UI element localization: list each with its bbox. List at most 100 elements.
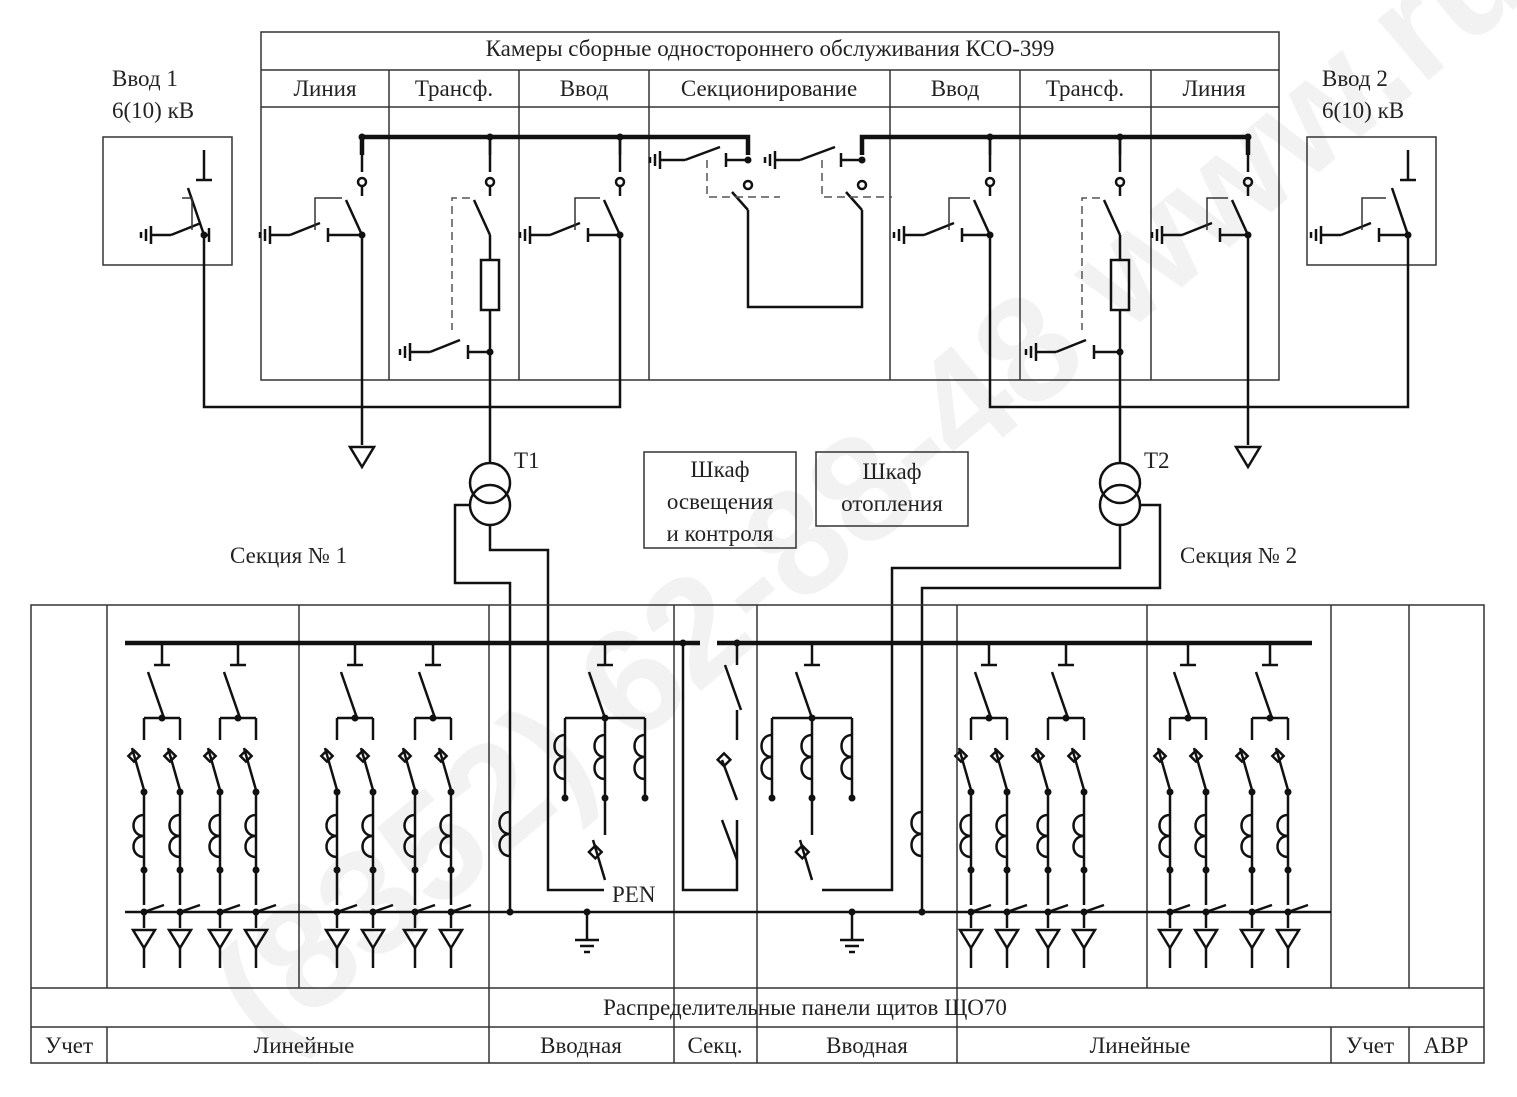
junction-dot xyxy=(986,133,994,141)
input-breaker-blade xyxy=(794,671,814,719)
breaker-blade xyxy=(222,671,242,719)
fuse-icon xyxy=(162,748,178,764)
junction-dot xyxy=(561,794,569,802)
kso-cell-line-2: Линия xyxy=(1182,76,1246,101)
input-2-voltage: 6(10) кВ xyxy=(1322,98,1404,123)
fuse-switch-blade xyxy=(993,747,1009,791)
cable-end-icon xyxy=(1274,928,1302,951)
interlock-link xyxy=(1206,197,1228,230)
fuse-icon xyxy=(1188,748,1204,764)
contact-ring xyxy=(614,176,626,188)
fuse-switch-blade xyxy=(1274,747,1290,791)
junction-dot xyxy=(252,866,260,874)
kso-cell-sectioning: Секционирование xyxy=(681,76,857,101)
current-transformer-icon xyxy=(840,733,853,781)
current-transformer-icon xyxy=(403,813,416,859)
cable-end-icon xyxy=(993,928,1021,951)
interlock-link xyxy=(314,197,342,230)
fuse-switch-blade xyxy=(1238,747,1254,791)
panel-sectional: Секц. xyxy=(687,1033,742,1058)
input-2-box: Ввод 2 6(10) кВ xyxy=(1306,66,1437,266)
breaker-blade xyxy=(146,671,166,719)
section-1-label: Секция № 1 xyxy=(230,543,347,568)
cable-end-icon xyxy=(957,928,985,951)
contact-ring xyxy=(484,176,496,188)
switch-blade xyxy=(344,199,364,236)
junction-dot xyxy=(1166,866,1174,874)
watermark: (8352) 62-88-48 www.ru xyxy=(181,0,1517,1078)
kso-title: Камеры сборные одностороннего обслуживан… xyxy=(486,36,1055,61)
junction-dot xyxy=(140,866,148,874)
junction-dot xyxy=(848,794,856,802)
current-transformer-icon xyxy=(498,810,511,858)
cable-end-icon xyxy=(1156,928,1184,951)
contact-ring xyxy=(856,179,868,191)
current-transformer-icon xyxy=(325,813,338,859)
t1-phase-lead xyxy=(453,503,512,912)
current-transformer-icon xyxy=(800,733,813,781)
junction-dot xyxy=(1003,866,1011,874)
switch-blade xyxy=(1230,199,1250,236)
switch-blade xyxy=(731,191,749,211)
input-1-box: Ввод 1 6(10) кВ xyxy=(102,66,233,266)
junction-dot xyxy=(967,866,975,874)
fuse-switch-blade xyxy=(798,839,814,881)
fuse-switch-blade xyxy=(1034,747,1050,791)
cabinet-heating-line-2: отопления xyxy=(841,491,943,516)
kso-cell-transf-1: Трансф. xyxy=(415,76,493,101)
cable-end-icon xyxy=(206,928,234,951)
junction-dot xyxy=(1184,714,1192,722)
cable-end-left xyxy=(347,445,377,470)
fuse-switch-blade xyxy=(591,839,607,881)
current-transformer-icon xyxy=(995,813,1008,859)
earth-switch-blade xyxy=(170,221,202,237)
junction-dot xyxy=(744,156,752,164)
junction-dot xyxy=(351,714,359,722)
kso-cell-transf-2: Трансф. xyxy=(1046,76,1124,101)
fuse-icon xyxy=(238,748,254,764)
t1-pen-lead xyxy=(488,525,604,892)
hv-cables xyxy=(202,235,1410,470)
current-transformer-icon xyxy=(1072,813,1085,859)
current-transformer-icon xyxy=(593,733,606,781)
interlock-link xyxy=(574,197,600,230)
sectioning-link xyxy=(706,160,892,309)
hv-bus-1 xyxy=(359,134,751,155)
current-transformer-icon xyxy=(244,813,257,859)
kso-cell-input-1: Ввод xyxy=(560,76,609,101)
switch-blade xyxy=(972,199,992,236)
current-transformer-icon xyxy=(439,813,452,859)
t2-phase-lead xyxy=(920,503,1162,912)
input-2-name: Ввод 2 xyxy=(1322,66,1388,91)
fuse-t1 xyxy=(479,258,501,312)
fuse-icon xyxy=(397,748,413,764)
section-2-label: Секция № 2 xyxy=(1180,543,1297,568)
shcho-title: Распределительные панели щитов ЩО70 xyxy=(603,995,1007,1020)
fuse-switch-blade xyxy=(1070,747,1086,791)
junction-dot xyxy=(616,133,624,141)
cable-end-icon xyxy=(1034,928,1062,951)
cabinet-lighting: Шкаф освещения и контроля xyxy=(643,451,797,549)
switch-blade xyxy=(602,199,622,236)
switch-blade xyxy=(1390,187,1410,236)
earth-switch-blade xyxy=(1340,221,1372,237)
current-transformer-icon xyxy=(1194,813,1207,859)
junction-dot xyxy=(1248,866,1256,874)
lv-leads xyxy=(453,503,1162,912)
sectional-switch-blade xyxy=(723,664,743,711)
junction-dot xyxy=(1044,866,1052,874)
cable-end-right xyxy=(1233,445,1263,470)
current-transformer-icon xyxy=(1276,813,1289,859)
fuse-icon xyxy=(319,748,335,764)
cable-end-icon xyxy=(401,928,429,951)
junction-dot xyxy=(176,866,184,874)
current-transformer-icon xyxy=(168,813,181,859)
fuse-icon xyxy=(1030,748,1046,764)
junction-dot xyxy=(1116,133,1124,141)
junction-dot xyxy=(1202,866,1210,874)
earth-switch-blade xyxy=(1055,338,1087,354)
sectional-switch xyxy=(681,643,739,892)
junction-dot xyxy=(158,714,166,722)
input-1-name: Ввод 1 xyxy=(112,66,178,91)
